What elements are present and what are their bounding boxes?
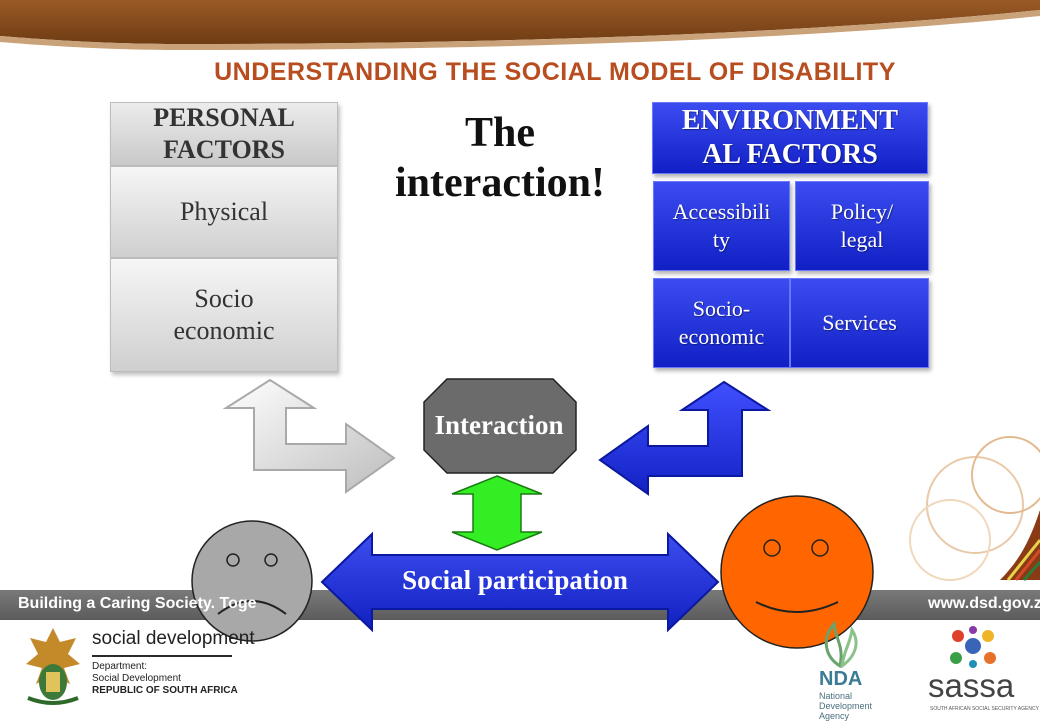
nda-line3: Agency (819, 711, 850, 721)
physical-label: Physical (179, 197, 269, 226)
sassa-name: sassa (928, 667, 1015, 704)
heading-line2: interaction! (395, 160, 605, 206)
env-socio-line2: economic (678, 324, 765, 349)
department-line1: Department: (92, 661, 148, 672)
coat-of-arms-icon (26, 628, 80, 705)
heading-line1: The (464, 110, 535, 156)
interaction-label: Interaction (434, 410, 564, 440)
footer-slogan: Building a Caring Society. Toge (18, 595, 257, 612)
social-participation-label: Social participation (402, 565, 628, 595)
policy-legal-box: Policy/legal (795, 181, 929, 271)
env-socio-economic-box: Socio-economic (653, 278, 790, 368)
env-socio-line1: Socio- (692, 296, 751, 321)
footer-website: www.dsd.gov.za (928, 595, 1040, 612)
personal-factors-heading: PERSONAL FACTORS (110, 102, 338, 166)
policy-line2: legal (840, 227, 884, 252)
nda-name: NDA (819, 668, 863, 690)
department-divider (92, 655, 232, 657)
green-double-arrow (451, 475, 543, 551)
top-banner (0, 0, 1040, 50)
nda-line2: Development (819, 701, 873, 711)
accessibility-box: Accessibili ty (653, 181, 790, 271)
physical-factor-box: Physical (110, 166, 338, 258)
interaction-octagon (423, 378, 577, 474)
personal-bent-arrow (222, 378, 396, 494)
the-interaction-heading: The interaction! (370, 108, 630, 208)
sad-face-icon (191, 520, 313, 642)
sassa-tagline: SOUTH AFRICAN SOCIAL SECURITY AGENCY (930, 706, 1039, 712)
happy-face-icon (720, 495, 874, 649)
slide-title: UNDERSTANDING THE SOCIAL MODEL OF DISABI… (214, 58, 896, 86)
department-line3: REPUBLIC OF SOUTH AFRICA (92, 685, 238, 696)
nda-leaf-icon (824, 620, 858, 668)
services-box: Services (790, 278, 929, 368)
services-label: Services (822, 310, 897, 335)
decorative-circles (909, 436, 1040, 581)
env-heading-line2: AL FACTORS (702, 139, 878, 170)
social-participation-arrow (320, 531, 720, 633)
department-line2: Social Development (92, 673, 181, 684)
personal-socio-line2: economic (173, 316, 275, 345)
personal-socio-economic-box: Socio economic (110, 258, 338, 372)
accessibility-line1: Accessibili (672, 199, 771, 224)
personal-heading-line2: FACTORS (163, 135, 285, 164)
personal-socio-line1: Socio (194, 284, 254, 313)
department-name: social development (92, 628, 255, 649)
nda-line1: National (819, 691, 853, 701)
environment-bent-arrow (598, 380, 772, 496)
personal-heading-line1: PERSONAL (153, 103, 295, 132)
accessibility-line2: ty (712, 227, 731, 252)
policy-line1: Policy/ (830, 199, 894, 224)
env-heading-line1: ENVIRONMENT (681, 105, 899, 136)
sassa-hands-icon (950, 626, 996, 668)
